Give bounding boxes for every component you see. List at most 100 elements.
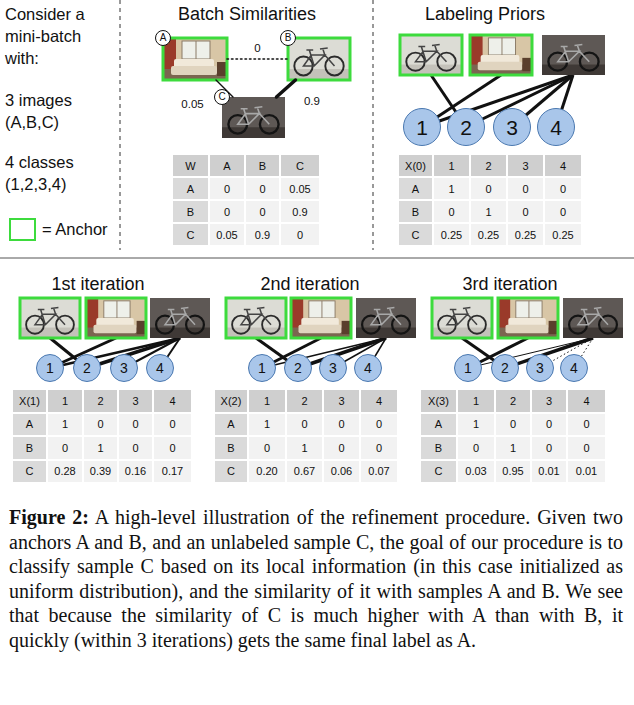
- table-cell: A: [172, 177, 209, 200]
- class-circle: 3: [526, 354, 554, 382]
- table-cell: 0.95: [495, 460, 531, 484]
- table-cell: 1: [433, 154, 470, 177]
- caption-lead: Figure 2:: [9, 506, 89, 528]
- room-photo: [163, 38, 227, 80]
- table-cell: 0: [433, 200, 470, 223]
- table-cell: 0.25: [470, 223, 507, 246]
- table-cell: 0: [118, 413, 153, 437]
- bike-photo: [432, 298, 492, 338]
- table-cell: B: [420, 436, 457, 460]
- anchor-outline: [291, 298, 351, 338]
- image-letter: C: [214, 89, 230, 105]
- room-photo: [86, 298, 146, 338]
- class-circle: 1: [36, 354, 64, 382]
- edge-weight: 0.05: [179, 98, 205, 111]
- table-cell: 0: [507, 177, 544, 200]
- table-cell: A: [214, 413, 248, 437]
- table-cell: 0: [83, 413, 118, 437]
- intro-text: Consider a mini-batch with:: [5, 3, 117, 69]
- bike-photo: [400, 35, 462, 75]
- table-cell: C: [280, 154, 320, 177]
- class-circle: 2: [447, 108, 485, 146]
- table-cell: 2: [83, 389, 118, 413]
- bike-photo: [226, 298, 286, 338]
- table-cell: A: [398, 177, 433, 200]
- sample-image: B: [288, 38, 350, 80]
- table-cell: 2: [286, 389, 323, 413]
- class-number: 2: [501, 361, 509, 375]
- class-number: 4: [156, 361, 164, 375]
- class-circle: 2: [73, 354, 101, 382]
- bike-photo: [356, 298, 416, 338]
- table-cell: 0.39: [83, 460, 118, 484]
- anchor-outline: [400, 35, 462, 75]
- table-cell: 0: [507, 200, 544, 223]
- table-cell: 0: [245, 200, 280, 223]
- anchor-outline: [226, 298, 286, 338]
- table-cell: 1: [457, 413, 495, 437]
- table-cell: 0.05: [280, 177, 320, 200]
- legend-text: = Anchor: [42, 218, 108, 241]
- table-cell: A: [209, 154, 245, 177]
- class-circle: 1: [454, 354, 482, 382]
- bike-photo: [222, 97, 285, 138]
- table-cell: 0: [323, 436, 360, 460]
- class-number: 1: [416, 117, 428, 138]
- image-letter: A: [155, 30, 171, 46]
- table-cell: 0: [531, 413, 567, 437]
- class-number: 3: [120, 361, 128, 375]
- table-cell: 4: [544, 154, 582, 177]
- table-cell: W: [172, 154, 209, 177]
- intro-text: 4 classes (1,2,3,4): [5, 151, 117, 195]
- table-cell: 0: [470, 177, 507, 200]
- table-cell: 0: [567, 436, 606, 460]
- table-cell: 4: [360, 389, 398, 413]
- table-cell: 1: [286, 436, 323, 460]
- bike-photo: [288, 38, 350, 80]
- table-cell: X(3): [420, 389, 457, 413]
- table-cell: A: [12, 413, 47, 437]
- table-cell: 0: [544, 177, 582, 200]
- table-cell: X(0): [398, 154, 433, 177]
- class-number: 1: [464, 361, 472, 375]
- image-letter: B: [280, 30, 296, 46]
- table-cell: 0: [544, 200, 582, 223]
- table-cell: 0.06: [323, 460, 360, 484]
- anchor-outline: [470, 35, 532, 75]
- class-number: 1: [46, 361, 54, 375]
- table-cell: 3: [323, 389, 360, 413]
- table-cell: 0: [118, 436, 153, 460]
- anchor-outline: [20, 298, 80, 338]
- table-cell: 0.25: [507, 223, 544, 246]
- legend-swatch: [9, 218, 36, 241]
- section-title: 1st iteration: [0, 273, 196, 295]
- room-photo: [291, 298, 351, 338]
- sample-image: A: [163, 38, 227, 80]
- table-cell: 0: [457, 436, 495, 460]
- table-cell: 0.25: [544, 223, 582, 246]
- table-cell: 4: [567, 389, 606, 413]
- class-number: 3: [506, 117, 518, 138]
- class-number: 4: [550, 117, 562, 138]
- table-cell: 0: [245, 177, 280, 200]
- table-cell: 0: [286, 413, 323, 437]
- table-cell: 0.07: [360, 460, 398, 484]
- section-title: 3rd iteration: [412, 273, 608, 295]
- class-circle: 3: [319, 354, 347, 382]
- table-cell: 0: [153, 413, 192, 437]
- table-cell: 0.01: [567, 460, 606, 484]
- table-cell: 3: [531, 389, 567, 413]
- table-cell: X(2): [214, 389, 248, 413]
- class-number: 2: [294, 361, 302, 375]
- similarity-edge: [276, 80, 295, 97]
- table-cell: 0.17: [153, 460, 192, 484]
- table-cell: 4: [153, 389, 192, 413]
- class-circle: 2: [491, 354, 519, 382]
- table-cell: 1: [433, 177, 470, 200]
- class-circle: 1: [403, 108, 441, 146]
- section-title: Labeling Priors: [378, 3, 592, 25]
- table-cell: 1: [470, 200, 507, 223]
- table-cell: 0: [280, 223, 320, 246]
- table-cell: 0: [209, 177, 245, 200]
- class-number: 2: [460, 117, 472, 138]
